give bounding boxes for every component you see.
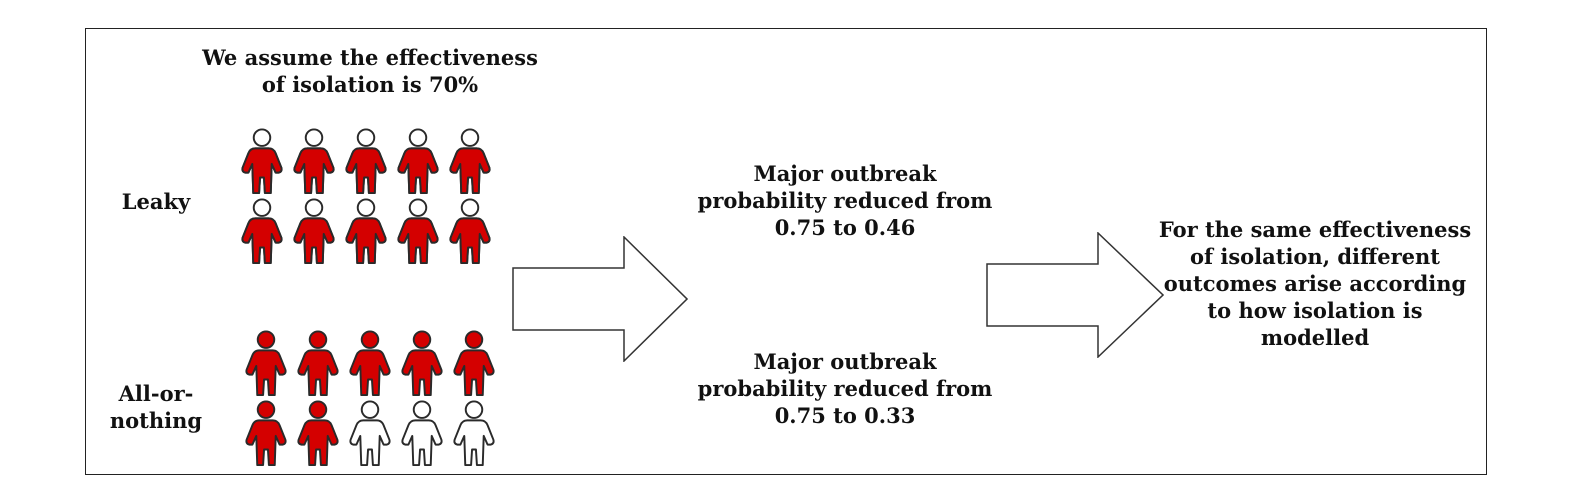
diagram-frame [85,28,1487,475]
leaky-person-leaky-partial-icon [236,126,288,196]
all-or-nothing-people-grid [240,328,500,468]
leaky-person-leaky-partial-icon [288,196,340,266]
all-or-nothing-person-empty-icon [396,398,448,468]
leaky-label: Leaky [121,189,191,214]
all-or-nothing-person-full-icon [292,328,344,398]
leaky-person-leaky-partial-icon [392,196,444,266]
all-or-nothing-person-empty-icon [448,398,500,468]
all-or-nothing-person-full-icon [240,328,292,398]
leaky-people-grid [236,126,496,266]
all-or-nothing-person-full-icon [240,398,292,468]
all-or-nothing-person-full-icon [292,398,344,468]
leaky-person-leaky-partial-icon [392,126,444,196]
all-or-nothing-person-full-icon [448,328,500,398]
conclusion-text: For the same effectiveness of isolation,… [1158,217,1472,350]
all-or-nothing-person-full-icon [396,328,448,398]
leaky-person-leaky-partial-icon [236,196,288,266]
leaky-person-leaky-partial-icon [444,126,496,196]
arrow-to-conclusion [986,232,1164,358]
all-or-nothing-label: All-or- nothing [109,381,203,433]
arrow-to-results [512,236,688,362]
all-or-nothing-person-empty-icon [344,398,396,468]
all-or-nothing-result-text: Major outbreak probability reduced from … [697,349,993,428]
all-or-nothing-person-full-icon [344,328,396,398]
leaky-person-leaky-partial-icon [340,196,392,266]
assumption-title: We assume the effectiveness of isolation… [202,45,538,97]
leaky-result-text: Major outbreak probability reduced from … [697,161,993,240]
leaky-person-leaky-partial-icon [444,196,496,266]
leaky-person-leaky-partial-icon [340,126,392,196]
leaky-person-leaky-partial-icon [288,126,340,196]
